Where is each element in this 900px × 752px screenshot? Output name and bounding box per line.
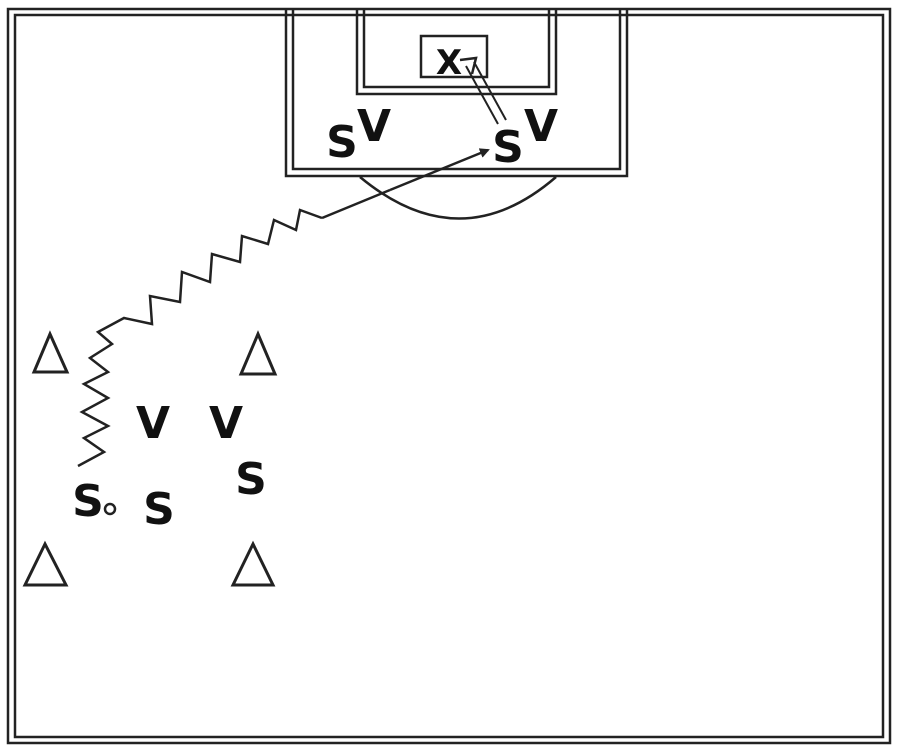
pass-arrow — [389, 148, 490, 192]
defender-left-box: V — [357, 101, 391, 152]
goal-area — [355, 9, 558, 96]
defender-right-box: V — [524, 101, 558, 152]
penalty-arc — [359, 176, 557, 220]
dribble-zigzag-path — [77, 208, 323, 468]
penalty-area — [284, 9, 629, 178]
defender-field-2: V — [209, 398, 243, 449]
cone-bottom-left — [22, 540, 69, 587]
defender-field-1: V — [136, 398, 170, 449]
shot-arrow — [459, 56, 507, 125]
attacker-field-1: S — [72, 476, 104, 527]
attacker-field-3: S — [235, 454, 267, 505]
cone-top-right — [238, 330, 278, 376]
goal-label: X — [436, 43, 462, 83]
cone-top-left — [31, 330, 70, 374]
goal-target-box — [419, 34, 489, 79]
pitch-boundary — [6, 7, 892, 745]
attacker-right-box: S — [492, 122, 524, 173]
attacker-left-box: S — [326, 117, 358, 168]
ball — [103, 502, 117, 516]
cone-bottom-right — [230, 540, 276, 587]
cone-group — [22, 330, 278, 587]
attacker-field-2: S — [143, 484, 175, 535]
dribble-end-segment — [321, 188, 391, 220]
